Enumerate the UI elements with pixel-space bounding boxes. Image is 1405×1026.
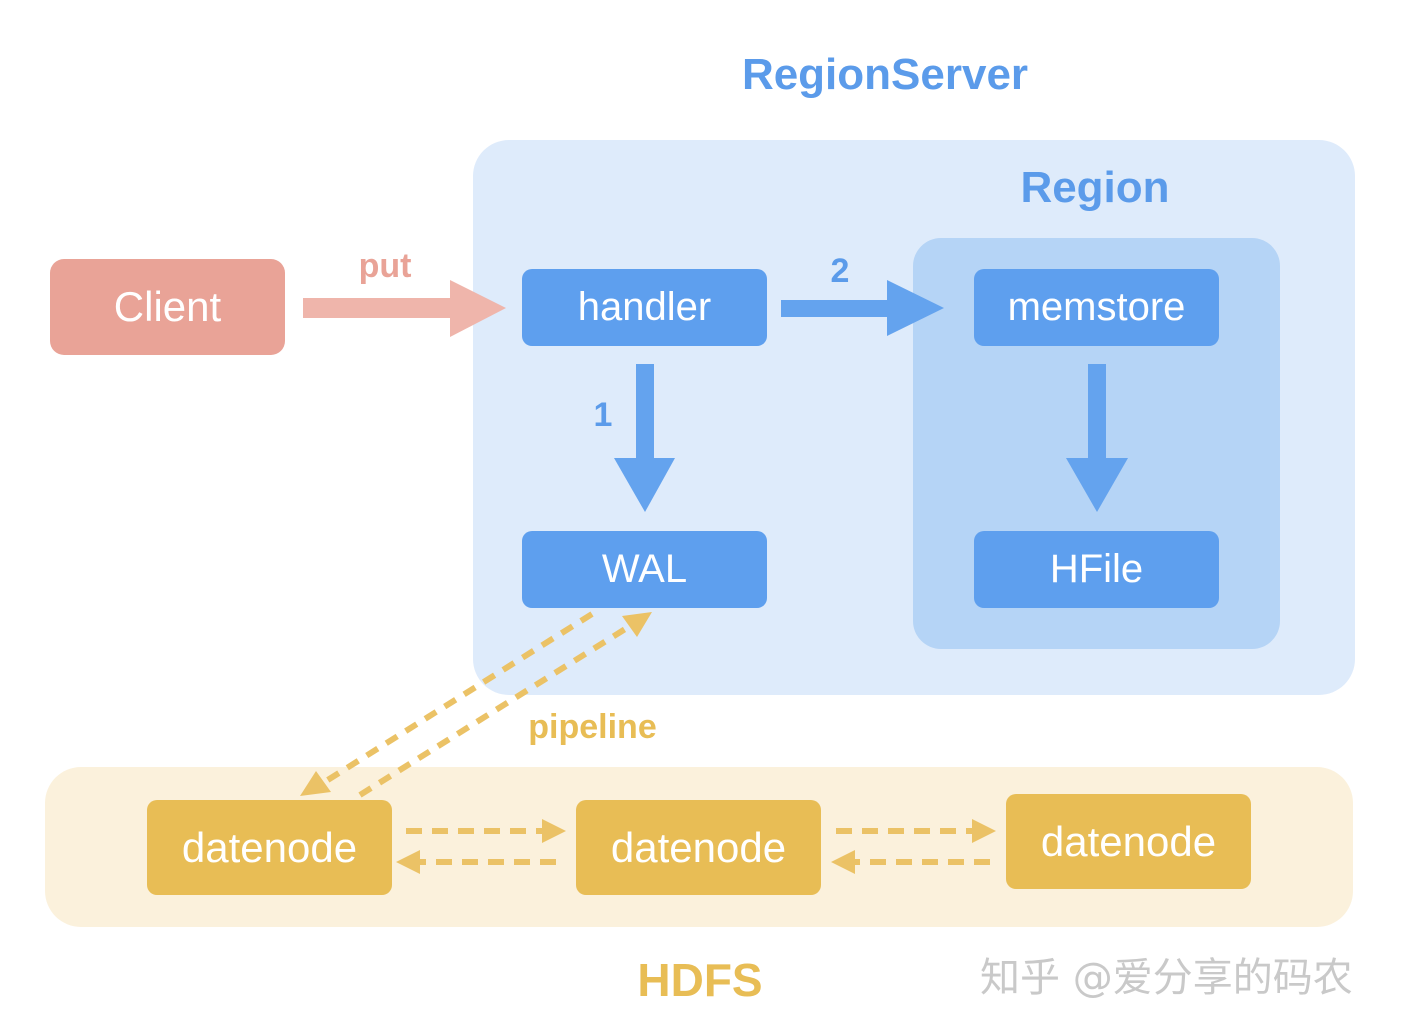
dn2-to-dn1-arrow	[396, 850, 556, 874]
hfile-box: HFile	[974, 531, 1219, 608]
put-arrow	[303, 280, 506, 337]
put-label: put	[358, 247, 412, 285]
regionserver-title: RegionServer	[741, 50, 1029, 99]
dn3-to-dn2-arrow	[831, 850, 990, 874]
wal-box: WAL	[522, 531, 767, 608]
arrow-handler-to-wal	[614, 364, 675, 512]
pipeline-arrow-down	[300, 611, 594, 796]
step-2-label: 2	[830, 252, 850, 290]
pipeline-label: pipeline	[528, 708, 657, 746]
memstore-box: memstore	[974, 269, 1219, 346]
datenode-box-3: datenode	[1006, 794, 1251, 889]
datenode-box-1: datenode	[147, 800, 392, 895]
step-1-label: 1	[593, 396, 613, 434]
dn2-to-dn3-arrow	[836, 819, 996, 843]
client-box: Client	[50, 259, 285, 355]
watermark: 知乎 @爱分享的码农	[980, 955, 1353, 1001]
dn1-to-dn2-arrow	[406, 819, 566, 843]
hdfs-title: HDFS	[637, 954, 763, 1006]
handler-box: handler	[522, 269, 767, 346]
pipeline-arrow-up	[358, 612, 652, 798]
region-title: Region	[1020, 163, 1170, 212]
datenode-box-2: datenode	[576, 800, 821, 895]
arrow-handler-to-memstore	[781, 280, 944, 336]
arrow-memstore-to-hfile	[1066, 364, 1128, 512]
